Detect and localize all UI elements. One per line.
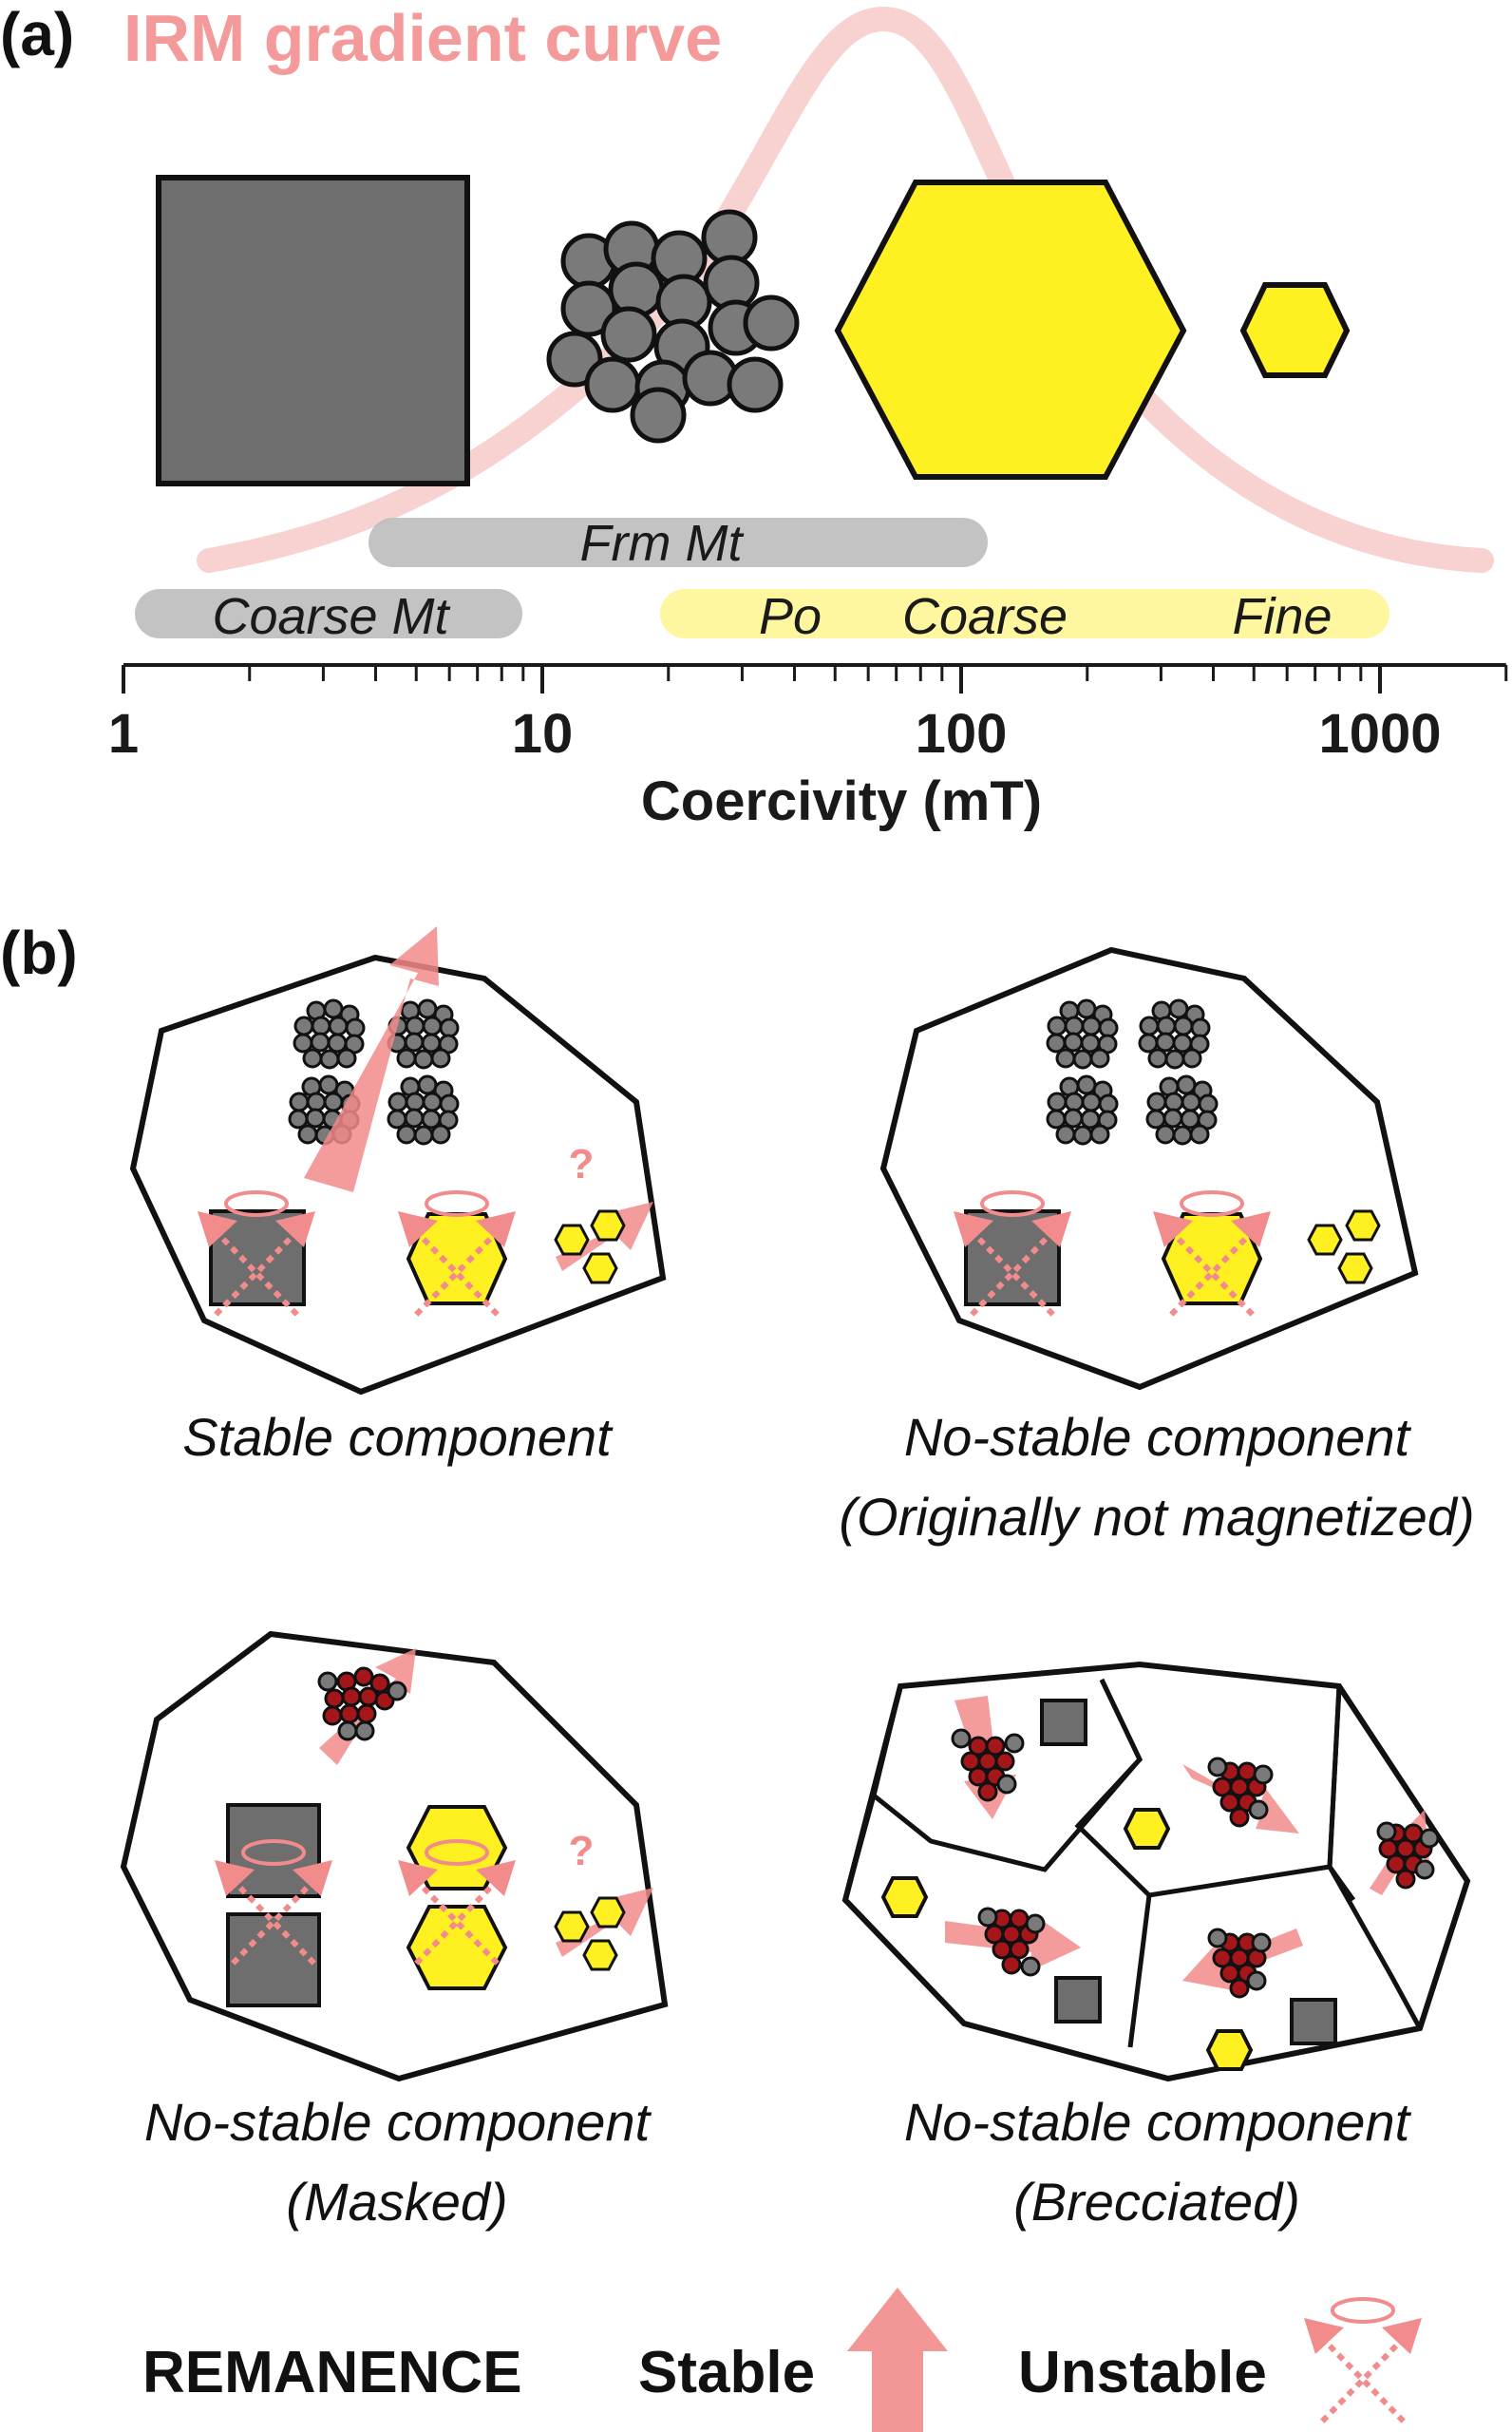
- irm-gradient-curve: [197, 6, 1494, 573]
- framboidal-magnetite-cluster: [546, 209, 800, 444]
- scenario-brecciated: [841, 1661, 1471, 2082]
- coarse-pyrrhotite-hexagon: [834, 180, 1187, 480]
- legend-stable-arrow: [847, 2288, 948, 2432]
- legend-unstable-label: Unstable: [1018, 2340, 1267, 2405]
- caption-masked-2: (Masked): [286, 2172, 507, 2232]
- fine-pyrrhotite-hexagon: [1239, 282, 1351, 378]
- po-fine-label: Fine: [1232, 588, 1332, 645]
- frm-mt-band: [369, 518, 988, 567]
- legend-unstable-symbol: [1304, 2299, 1422, 2422]
- coarse-magnetite-square: [156, 175, 470, 486]
- caption-not-magnetized-1: No-stable component: [904, 1407, 1412, 1467]
- legend-stable-label: Stable: [638, 2340, 815, 2405]
- panel-a-label: (a): [0, 0, 74, 68]
- axis-tick-label: 1000: [1318, 703, 1441, 765]
- axis-title: Coercivity (mT): [641, 770, 1042, 832]
- panel-b-label: (b): [0, 919, 78, 987]
- po-label: Po: [759, 588, 822, 645]
- caption-not-magnetized-2: (Originally not magnetized): [839, 1487, 1474, 1547]
- pyrrhotite-band: [660, 589, 1389, 638]
- caption-brecciated-1: No-stable component: [904, 2092, 1412, 2152]
- frm-mt-label: Frm Mt: [580, 515, 745, 572]
- irm-curve-title: IRM gradient curve: [123, 1, 722, 75]
- scenario-not-magnetized: [879, 946, 1419, 1391]
- coarse-mt-band: [135, 589, 522, 638]
- axis-tick-label: 10: [512, 703, 574, 765]
- legend-title: REMANENCE: [142, 2340, 522, 2405]
- masked-question-mark: ?: [569, 1828, 595, 1874]
- stable-remanence-arrow: [304, 926, 439, 1192]
- axis-tick-label: 100: [916, 703, 1008, 765]
- caption-stable: Stable component: [182, 1407, 614, 1467]
- caption-brecciated-2: (Brecciated): [1013, 2172, 1300, 2232]
- scenario-masked: ?: [120, 1630, 669, 2082]
- coercivity-axis: 1 10 100 1000: [108, 663, 1508, 765]
- caption-masked-1: No-stable component: [144, 2092, 652, 2152]
- coarse-mt-label: Coarse Mt: [212, 588, 450, 645]
- po-coarse-label: Coarse: [902, 588, 1068, 645]
- scenario-stable: ?: [129, 926, 667, 1396]
- stable-question-mark: ?: [569, 1141, 595, 1188]
- axis-tick-label: 1: [108, 703, 139, 765]
- remanence-legend: REMANENCE Stable Unstable: [142, 2288, 1422, 2432]
